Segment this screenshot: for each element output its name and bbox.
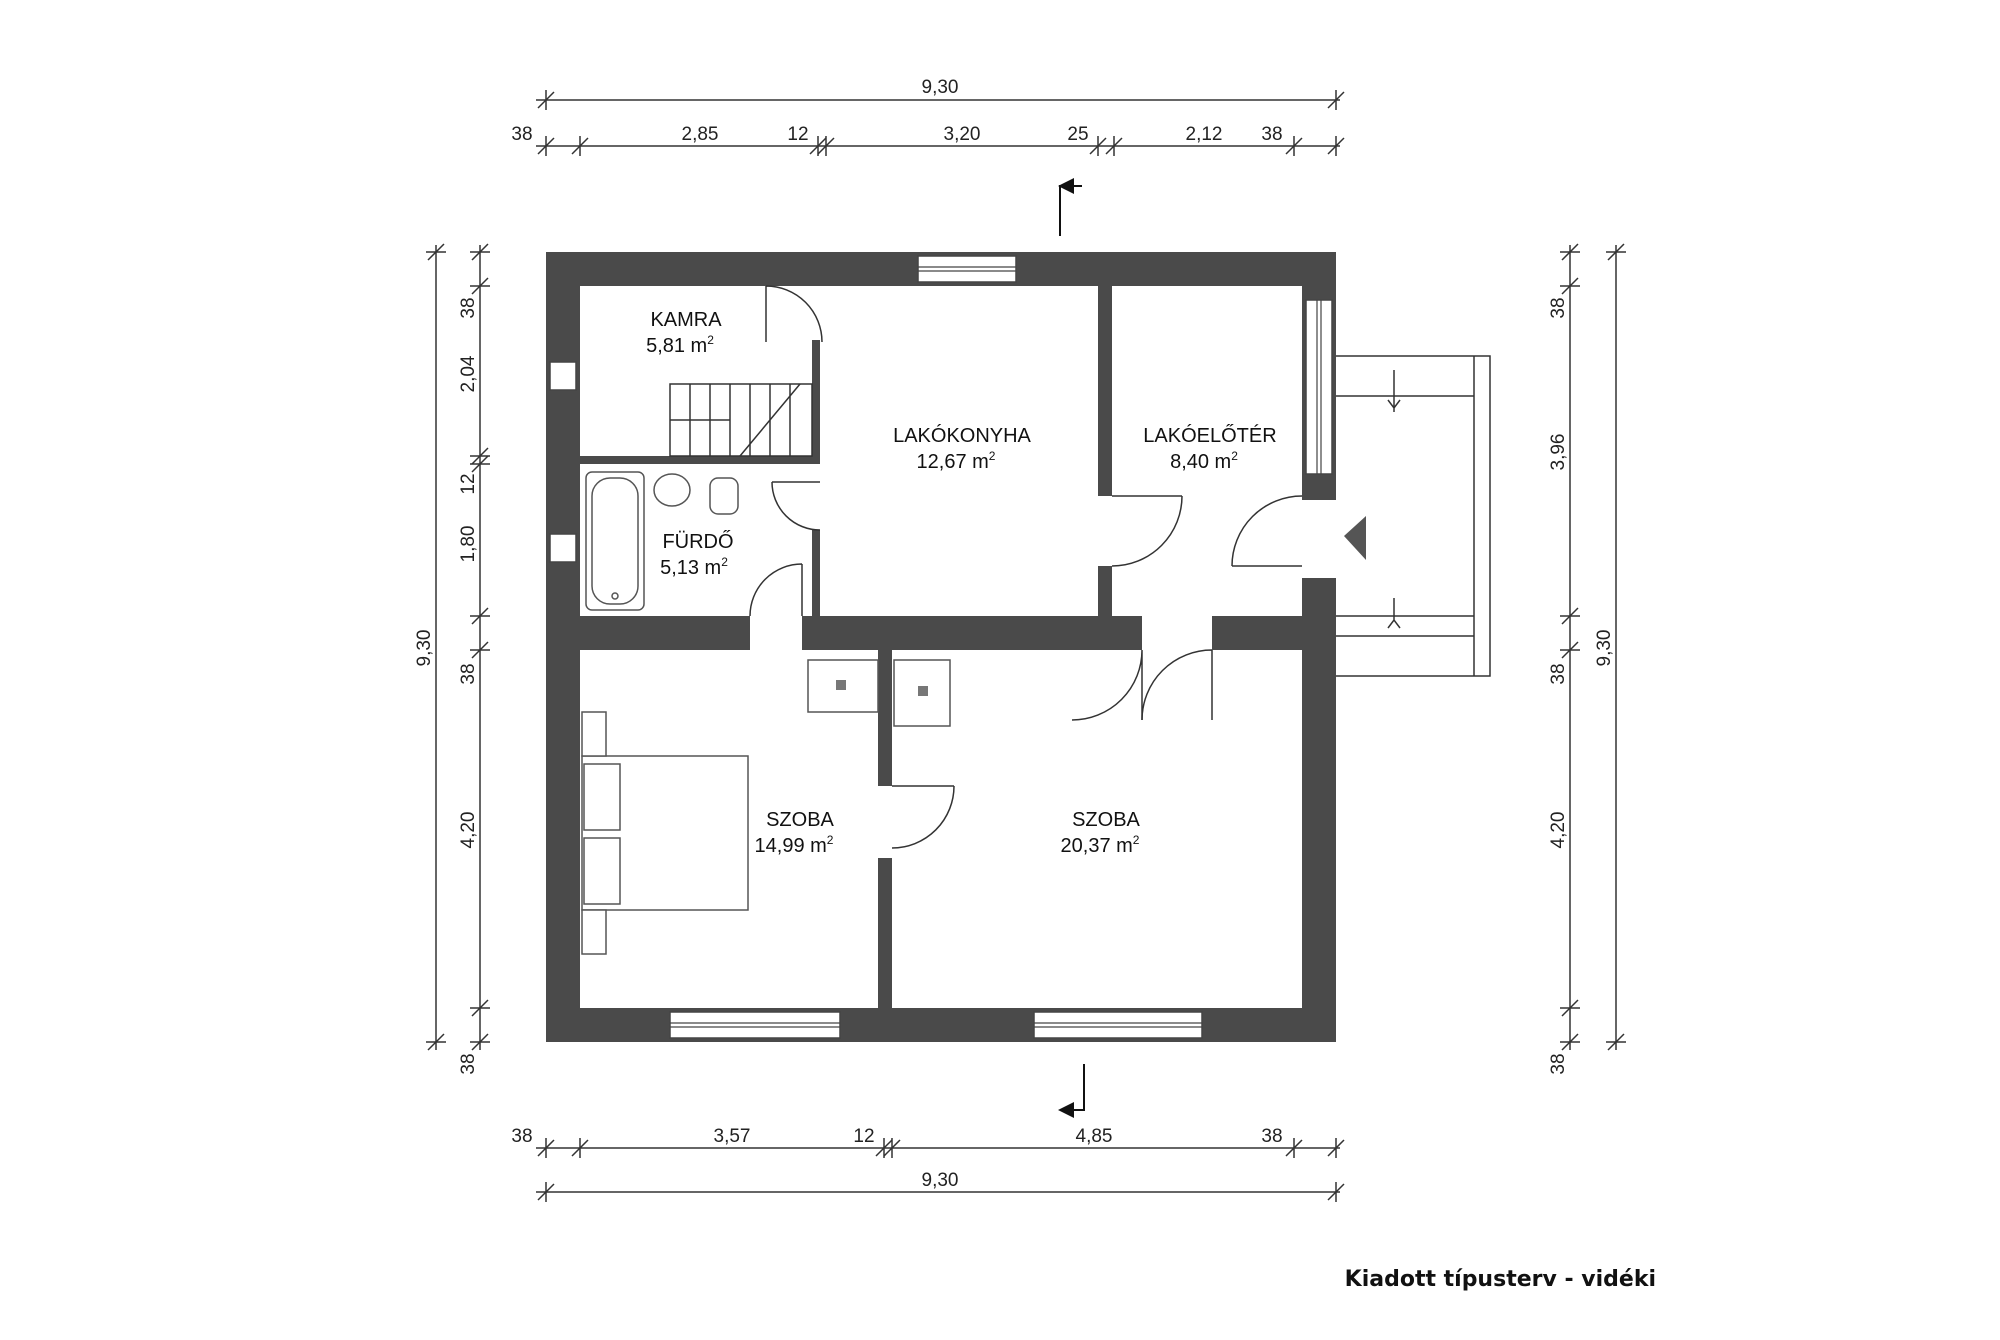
dim-left-seg: 38 xyxy=(458,1053,479,1074)
dimension-lines xyxy=(426,90,1626,1202)
dim-top-seg: 3,20 xyxy=(944,124,981,145)
dim-right-seg: 38 xyxy=(1548,1053,1569,1074)
dim-top-seg: 38 xyxy=(511,124,532,145)
walls xyxy=(546,252,1336,1042)
room-label-szoba-1: SZOBA 14,99 m2 xyxy=(755,809,835,857)
room-label-kamra: KAMRA 5,81 m2 xyxy=(646,309,722,357)
dim-left-seg: 1,80 xyxy=(458,526,479,563)
bathroom-fixtures xyxy=(585,471,739,611)
terrace xyxy=(1336,355,1491,677)
dim-left-seg: 2,04 xyxy=(458,355,479,392)
dim-left-seg: 38 xyxy=(458,297,479,318)
dim-top-seg: 2,85 xyxy=(682,124,719,145)
stair xyxy=(669,383,813,457)
dim-right-seg: 4,20 xyxy=(1548,812,1569,849)
section-marker-top xyxy=(1058,178,1082,236)
svg-text:KAMRA: KAMRA xyxy=(650,309,722,331)
svg-text:20,37 m2: 20,37 m2 xyxy=(1061,833,1140,857)
windows xyxy=(549,255,1336,1039)
svg-text:SZOBA: SZOBA xyxy=(766,809,834,831)
room-label-szoba-2: SZOBA 20,37 m2 xyxy=(1061,809,1141,857)
dim-left-seg: 4,20 xyxy=(458,812,479,849)
svg-text:14,99 m2: 14,99 m2 xyxy=(755,833,834,857)
dim-bottom-seg: 38 xyxy=(511,1126,532,1147)
dim-bottom-total: 9,30 xyxy=(922,1170,959,1191)
furniture xyxy=(581,659,951,955)
dim-top-seg: 38 xyxy=(1261,124,1282,145)
svg-text:12,67 m2: 12,67 m2 xyxy=(917,449,996,473)
dim-top-seg: 2,12 xyxy=(1186,124,1223,145)
room-label-lakokonyha: LAKÓKONYHA 12,67 m2 xyxy=(893,424,1031,473)
dim-bottom-seg: 38 xyxy=(1261,1126,1282,1147)
dim-top-total: 9,30 xyxy=(922,77,959,98)
svg-text:SZOBA: SZOBA xyxy=(1072,809,1140,831)
caption: Kiadott típusterv - vidéki xyxy=(1345,1267,1656,1292)
svg-text:LAKÓKONYHA: LAKÓKONYHA xyxy=(893,424,1031,447)
svg-text:5,81 m2: 5,81 m2 xyxy=(646,333,714,357)
room-label-furdo: FÜRDŐ 5,13 m2 xyxy=(660,530,733,579)
dim-top-seg: 12 xyxy=(787,124,808,145)
dim-bottom-seg: 4,85 xyxy=(1076,1126,1113,1147)
svg-text:5,13 m2: 5,13 m2 xyxy=(660,555,728,579)
svg-text:FÜRDŐ: FÜRDŐ xyxy=(662,530,733,553)
dim-left-total: 9,30 xyxy=(414,630,435,667)
entrance-arrow-icon xyxy=(1344,516,1366,560)
dim-bottom-seg: 12 xyxy=(853,1126,874,1147)
dim-left-seg: 12 xyxy=(458,473,479,494)
dim-right-seg: 38 xyxy=(1548,663,1569,684)
svg-text:LAKÓELŐTÉR: LAKÓELŐTÉR xyxy=(1143,424,1276,447)
doors xyxy=(749,285,1303,849)
room-label-lakoeloter: LAKÓELŐTÉR 8,40 m2 xyxy=(1143,424,1276,473)
dim-right-seg: 3,96 xyxy=(1548,434,1569,471)
dim-left-seg: 38 xyxy=(458,663,479,684)
dim-top-seg: 25 xyxy=(1067,124,1088,145)
svg-text:8,40 m2: 8,40 m2 xyxy=(1170,449,1238,473)
dim-right-total: 9,30 xyxy=(1594,630,1615,667)
dim-right-seg: 38 xyxy=(1548,297,1569,318)
dim-bottom-seg: 3,57 xyxy=(714,1126,751,1147)
section-marker-bottom xyxy=(1058,1064,1085,1118)
